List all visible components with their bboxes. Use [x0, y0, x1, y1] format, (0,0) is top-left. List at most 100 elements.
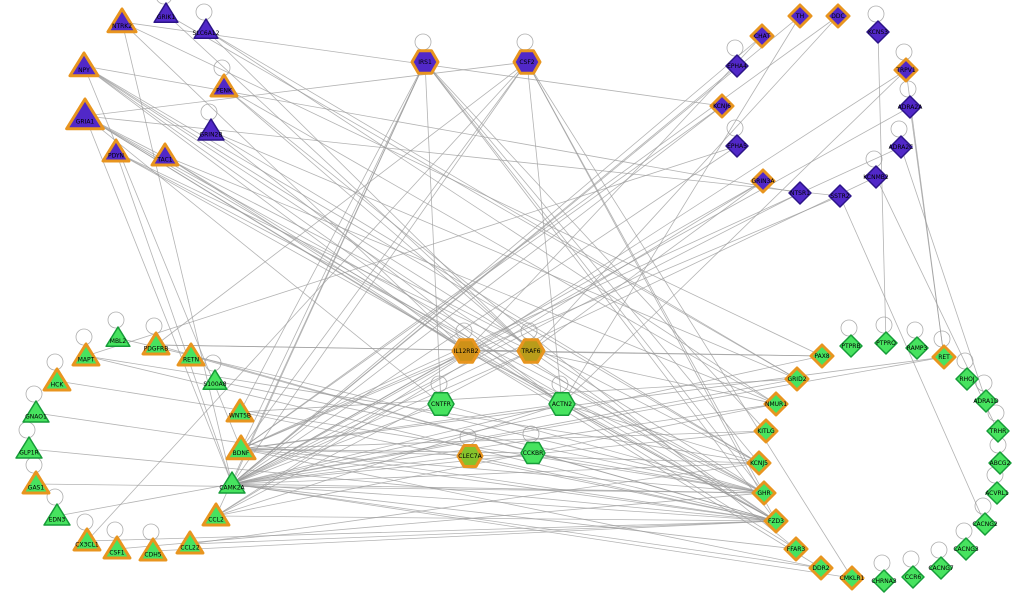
- self-loop-edge: [204, 354, 222, 372]
- node-EPHA5[interactable]: [725, 134, 749, 158]
- node-CCKBR[interactable]: [520, 441, 546, 465]
- node-GRIK1[interactable]: [153, 2, 179, 23]
- graph-edge: [877, 31, 887, 344]
- node-EDN3[interactable]: [43, 503, 71, 526]
- node-GRIA1[interactable]: [65, 97, 105, 131]
- node-NTSR1[interactable]: [788, 181, 812, 205]
- node-CHRNA3[interactable]: [872, 569, 896, 593]
- self-loop-edge: [46, 488, 64, 506]
- graph-edge: [839, 195, 986, 525]
- node-CDH5[interactable]: [138, 537, 168, 562]
- node-PAX8[interactable]: [809, 343, 835, 369]
- self-loop-edge: [840, 319, 858, 337]
- graph-edge: [231, 483, 853, 579]
- node-CNTFR[interactable]: [427, 391, 455, 417]
- node-DDR2[interactable]: [808, 555, 834, 581]
- node-PDYN[interactable]: [101, 138, 131, 163]
- node-PTPRO[interactable]: [874, 331, 898, 355]
- node-ABCG2[interactable]: [988, 451, 1012, 475]
- graph-edge: [86, 520, 777, 542]
- node-PDGFRB[interactable]: [141, 331, 171, 356]
- graph-edge: [28, 448, 777, 522]
- node-NPY[interactable]: [68, 51, 100, 78]
- node-KITLG[interactable]: [753, 418, 779, 444]
- node-TRAF6[interactable]: [516, 338, 546, 364]
- node-WNT5B[interactable]: [225, 398, 255, 423]
- node-TH[interactable]: [787, 3, 813, 29]
- self-loop-edge: [414, 33, 432, 51]
- node-ACTN2[interactable]: [548, 391, 576, 417]
- node-NMUR1[interactable]: [763, 391, 789, 417]
- node-GHR[interactable]: [751, 480, 777, 506]
- node-FZD3[interactable]: [763, 508, 789, 534]
- node-RETN[interactable]: [176, 342, 206, 367]
- node-CX3CL1[interactable]: [72, 527, 102, 552]
- node-SSTR2[interactable]: [828, 184, 852, 208]
- node-TAC1[interactable]: [150, 142, 180, 167]
- node-PENK[interactable]: [209, 73, 239, 98]
- node-CCL22[interactable]: [175, 530, 205, 555]
- graph-edge: [231, 455, 471, 485]
- self-loop-edge: [145, 317, 163, 335]
- node-RAMP3[interactable]: [905, 336, 929, 360]
- node-KCNJ6[interactable]: [709, 93, 735, 119]
- node-BDNF[interactable]: [225, 434, 257, 461]
- node-CAMK2A[interactable]: [218, 471, 246, 494]
- node-MBL2[interactable]: [105, 326, 131, 347]
- self-loop-edge: [46, 353, 64, 371]
- node-IL12RB2[interactable]: [451, 338, 481, 364]
- node-ADRA1D[interactable]: [974, 389, 998, 413]
- node-GRIN2B[interactable]: [197, 118, 225, 141]
- node-ADRA2C[interactable]: [889, 135, 913, 159]
- node-NTRK2[interactable]: [106, 7, 138, 34]
- node-KCNMB2[interactable]: [864, 165, 888, 189]
- graph-edge: [240, 403, 563, 450]
- node-GLP1R[interactable]: [15, 436, 43, 459]
- node-GRIN3A[interactable]: [750, 168, 776, 194]
- node-KCNS3[interactable]: [866, 20, 890, 44]
- node-HCK[interactable]: [42, 367, 72, 392]
- node-SLC6A12[interactable]: [193, 18, 219, 39]
- node-CSF2[interactable]: [512, 49, 542, 75]
- node-CACNG3[interactable]: [954, 537, 978, 561]
- graph-edge: [35, 412, 777, 522]
- node-CCR6[interactable]: [901, 565, 925, 589]
- node-CHAT[interactable]: [749, 23, 775, 49]
- node-CACNG7[interactable]: [929, 556, 953, 580]
- node-TRPV1[interactable]: [893, 57, 919, 83]
- graph-edge: [115, 151, 777, 522]
- node-CCL2[interactable]: [201, 502, 231, 527]
- graph-edge: [84, 115, 777, 522]
- node-RET[interactable]: [931, 344, 957, 370]
- graph-edge: [121, 21, 467, 352]
- graph-edge: [231, 356, 945, 485]
- node-CMKLR1[interactable]: [839, 565, 865, 591]
- node-EPHA4[interactable]: [725, 54, 749, 78]
- self-loop-edge: [895, 43, 913, 61]
- graph-edge: [526, 61, 777, 522]
- node-DDC[interactable]: [825, 3, 851, 29]
- node-RHOJ[interactable]: [955, 367, 979, 391]
- node-IRS1[interactable]: [410, 49, 440, 75]
- node-ADRA2A[interactable]: [898, 95, 922, 119]
- self-loop-edge: [200, 103, 218, 121]
- graph-edge: [84, 61, 528, 117]
- node-MAPT[interactable]: [71, 342, 101, 367]
- node-GRID2[interactable]: [784, 366, 810, 392]
- node-FFAR3[interactable]: [783, 536, 809, 562]
- node-TRHR[interactable]: [986, 419, 1010, 443]
- node-CSF1[interactable]: [102, 535, 132, 560]
- node-CACNG2[interactable]: [973, 512, 997, 536]
- graph-edge: [165, 13, 798, 380]
- self-loop-edge: [975, 374, 993, 392]
- node-PTPRB[interactable]: [839, 334, 863, 358]
- node-S100A8[interactable]: [202, 369, 228, 390]
- graph-edge: [239, 378, 798, 413]
- node-KCNJ5[interactable]: [746, 450, 772, 476]
- node-GNAO1[interactable]: [22, 400, 50, 423]
- graph-edge: [84, 115, 822, 569]
- node-ACVRL1[interactable]: [985, 481, 1009, 505]
- graph-edge: [215, 180, 764, 517]
- node-CLEC7A[interactable]: [456, 444, 484, 468]
- node-GAS1[interactable]: [21, 470, 51, 495]
